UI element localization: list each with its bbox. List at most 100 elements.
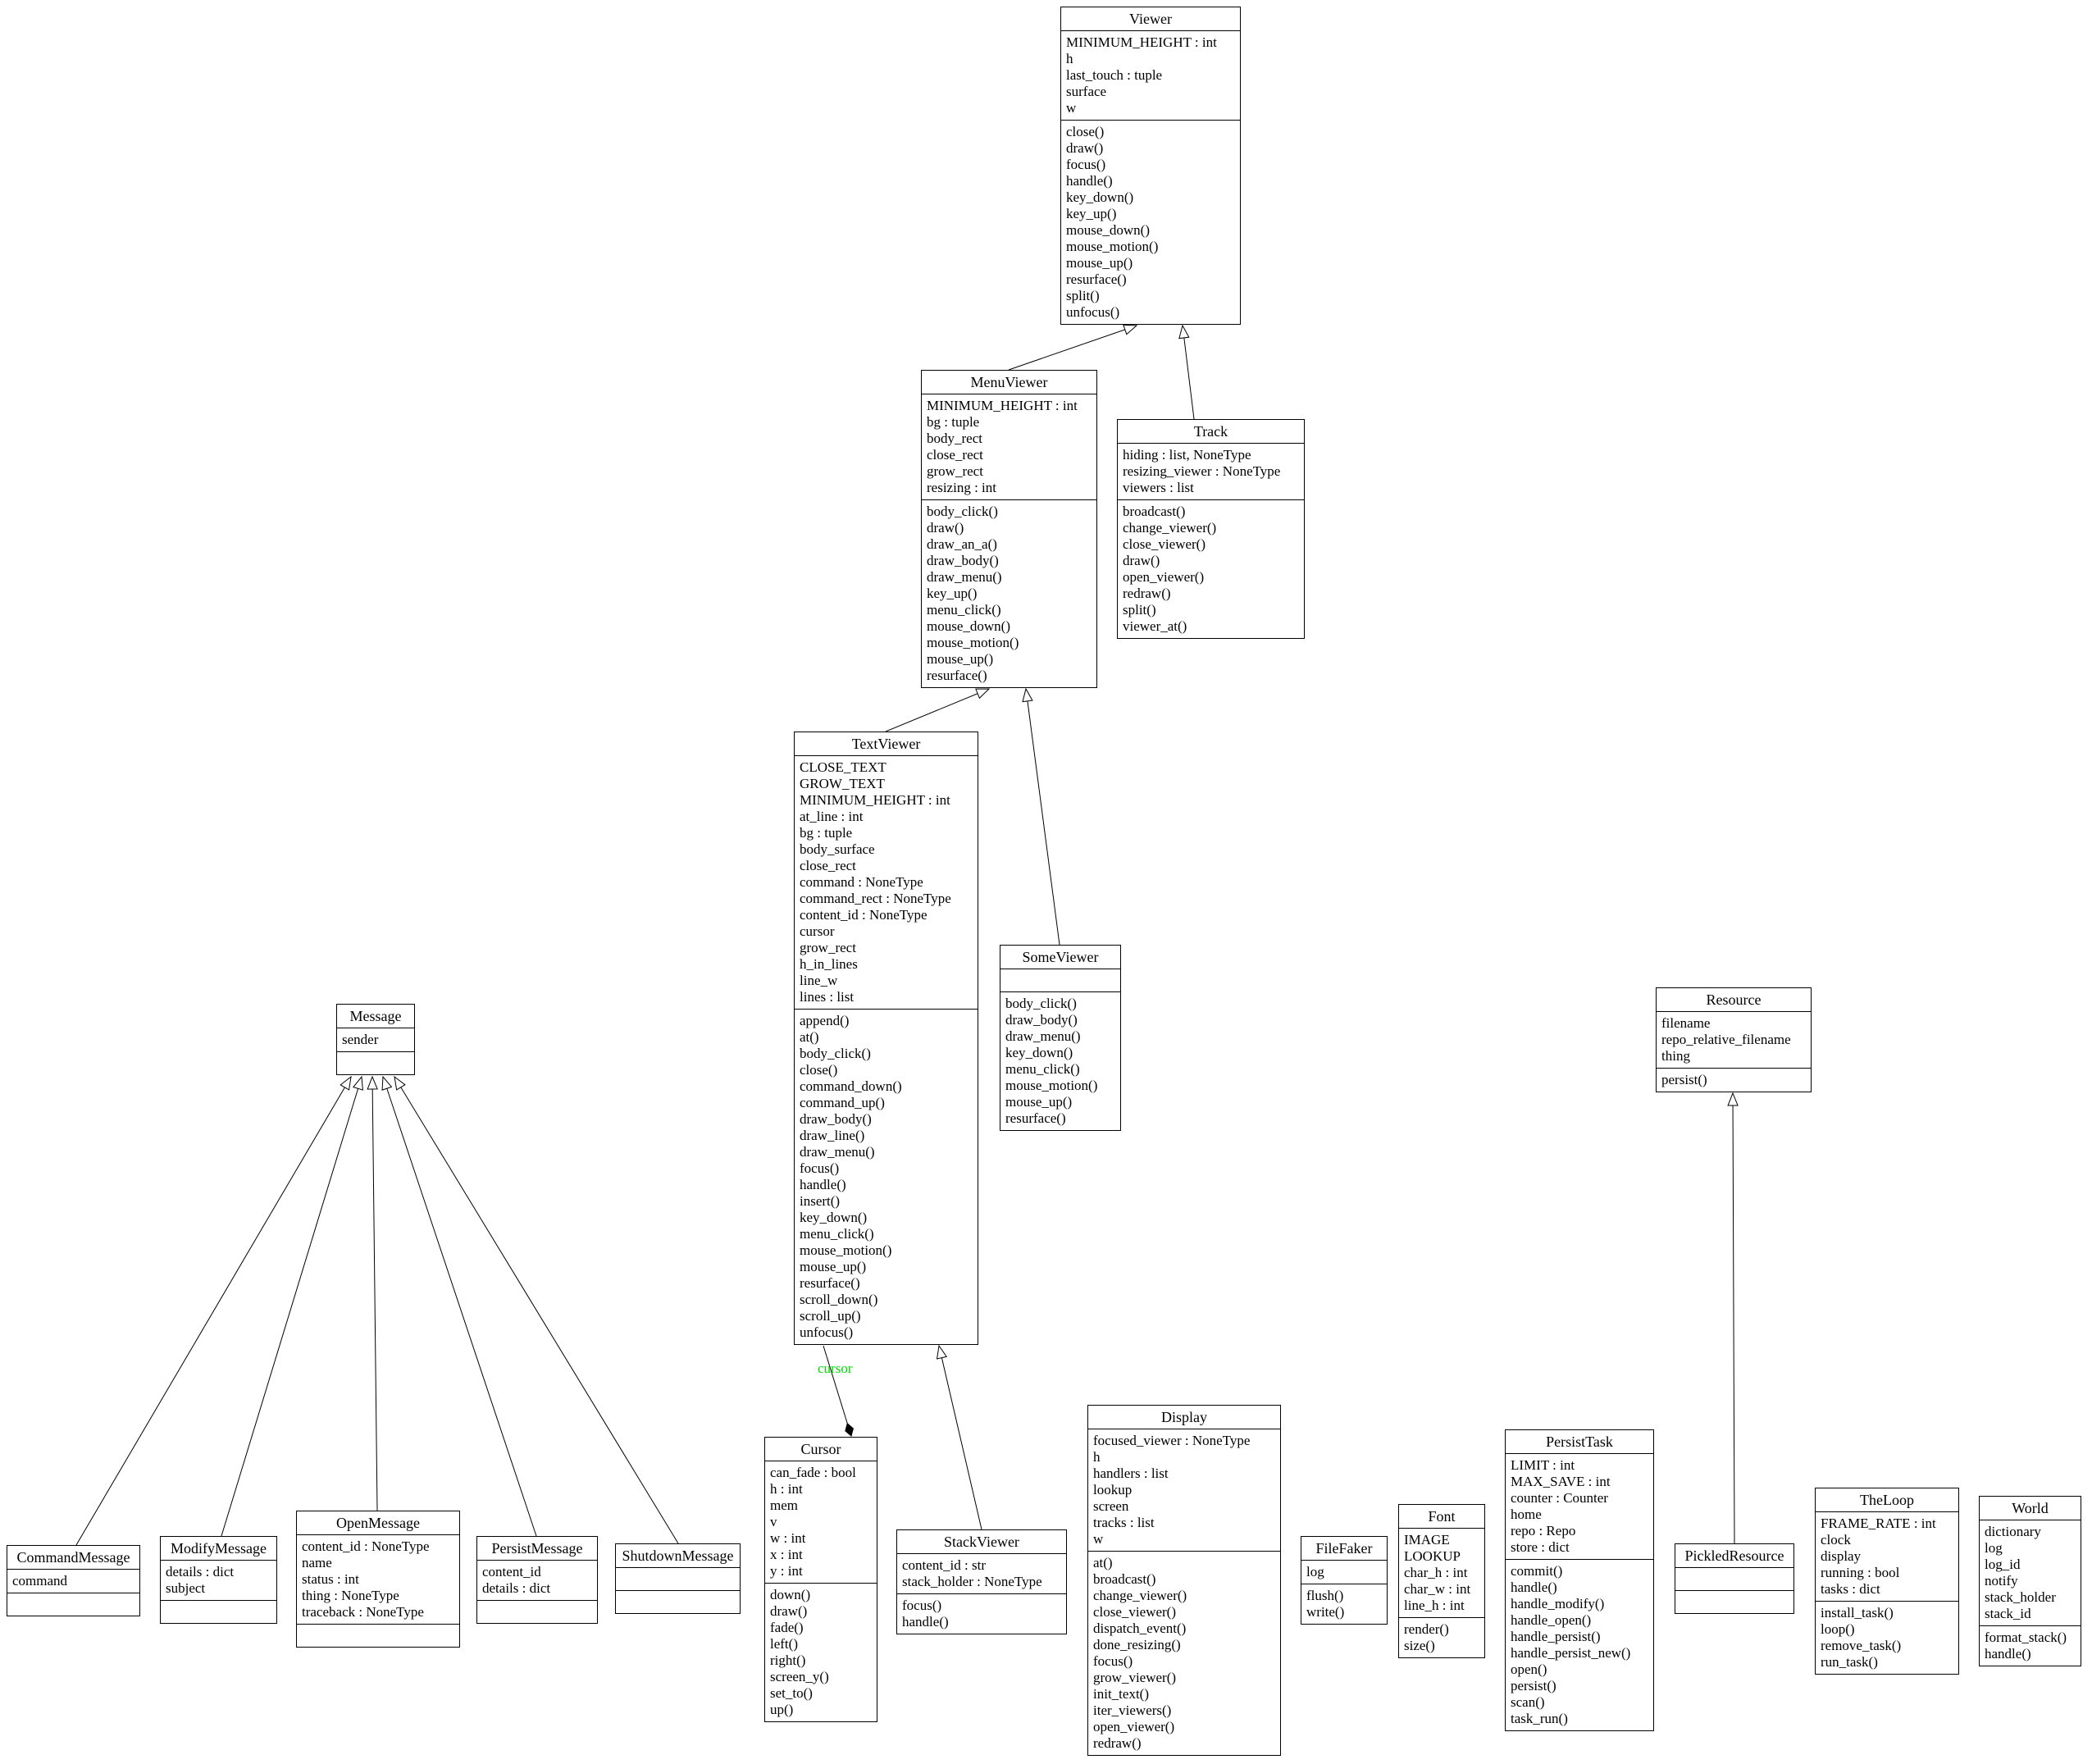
- attribute: CLOSE_TEXT: [800, 759, 886, 775]
- method: change_viewer(): [1123, 520, 1217, 536]
- attribute: notify: [1985, 1573, 2018, 1589]
- method: draw(): [927, 520, 964, 536]
- edge-PickledResource-to-Resource: [1727, 1092, 1739, 1544]
- attribute: stack_holder: [1985, 1589, 2056, 1605]
- attribute: dictionary: [1985, 1524, 2041, 1539]
- edge-MenuViewer-to-Viewer: [1008, 324, 1138, 371]
- method: open(): [1511, 1661, 1547, 1677]
- class-methods-compartment: commit()handle()handle_modify()handle_op…: [1506, 1559, 1653, 1730]
- attribute: thing: [1661, 1048, 1690, 1064]
- class-name: Track: [1193, 423, 1228, 440]
- attribute: w: [1093, 1531, 1104, 1547]
- class-name: StackViewer: [944, 1534, 1019, 1550]
- method: focus(): [800, 1160, 840, 1176]
- class-name: MenuViewer: [970, 374, 1048, 390]
- method: run_task(): [1821, 1654, 1878, 1670]
- class-methods-compartment: install_task()loop()remove_task()run_tas…: [1816, 1601, 1958, 1674]
- method: focus(): [902, 1598, 942, 1613]
- class-attributes-compartment: sender: [337, 1028, 414, 1051]
- method: handle(): [902, 1614, 949, 1630]
- edge-Track-to-Viewer: [1178, 324, 1195, 420]
- method: up(): [770, 1702, 794, 1717]
- method: fade(): [770, 1620, 804, 1635]
- class-name: ModifyMessage: [171, 1540, 267, 1557]
- method: flush(): [1306, 1588, 1344, 1603]
- method: handle(): [1066, 173, 1113, 189]
- class-name: Cursor: [800, 1441, 841, 1457]
- method: redraw(): [1123, 586, 1171, 601]
- method: command_down(): [800, 1078, 902, 1094]
- method: scroll_up(): [800, 1308, 861, 1324]
- attribute: counter : Counter: [1511, 1490, 1608, 1506]
- attribute: running : bool: [1821, 1565, 1900, 1580]
- attribute: lookup: [1093, 1482, 1133, 1497]
- attribute: MAX_SAVE : int: [1511, 1474, 1611, 1489]
- method: screen_y(): [770, 1669, 829, 1684]
- class-name: OpenMessage: [336, 1515, 420, 1531]
- class-methods-compartment: [7, 1593, 139, 1616]
- edge-TextViewer-to-Cursor: [823, 1345, 854, 1437]
- method: command_up(): [800, 1095, 885, 1110]
- method: split(): [1066, 288, 1100, 303]
- method: handle(): [800, 1177, 846, 1192]
- class-name: World: [2012, 1500, 2049, 1516]
- attribute: char_h : int: [1404, 1565, 1468, 1580]
- class-name: ShutdownMessage: [622, 1547, 734, 1564]
- method: resurface(): [1005, 1110, 1066, 1126]
- attribute: IMAGE: [1404, 1532, 1450, 1547]
- method: key_up(): [927, 586, 978, 601]
- attribute: content_id : str: [902, 1557, 986, 1573]
- class-name: TheLoop: [1860, 1492, 1914, 1508]
- method: append(): [800, 1013, 850, 1028]
- method: mouse_up(): [800, 1259, 867, 1274]
- class-methods-compartment: persist(): [1657, 1068, 1811, 1092]
- method: body_click(): [1005, 996, 1077, 1011]
- method: at(): [800, 1029, 819, 1045]
- attribute: sender: [342, 1032, 379, 1047]
- method: mouse_up(): [1066, 255, 1133, 271]
- method: close_viewer(): [1093, 1604, 1177, 1620]
- method: handle(): [1985, 1646, 2031, 1661]
- method: insert(): [800, 1193, 841, 1209]
- method: split(): [1123, 602, 1156, 618]
- class-methods-compartment: [337, 1051, 414, 1074]
- attribute: command : NoneType: [800, 874, 923, 890]
- class-methods-compartment: broadcast()change_viewer()close_viewer()…: [1118, 499, 1304, 638]
- method: persist(): [1511, 1678, 1556, 1693]
- attribute: screen: [1093, 1498, 1129, 1514]
- edge-ModifyMessage-to-Message: [221, 1075, 363, 1537]
- method: down(): [770, 1587, 811, 1602]
- method: draw_menu(): [1005, 1028, 1081, 1044]
- method: iter_viewers(): [1093, 1702, 1172, 1718]
- class-methods-compartment: focus()handle(): [897, 1593, 1066, 1634]
- method: draw_an_a(): [927, 536, 997, 552]
- attribute: content_id : NoneType: [302, 1538, 430, 1554]
- method: menu_click(): [1005, 1061, 1080, 1077]
- class-methods-compartment: body_click()draw()draw_an_a()draw_body()…: [922, 499, 1096, 687]
- attribute: bg : tuple: [800, 825, 853, 841]
- attribute: filename: [1661, 1015, 1711, 1031]
- class-name: SomeViewer: [1022, 949, 1099, 965]
- class-methods-compartment: render()size(): [1399, 1617, 1484, 1657]
- method: write(): [1306, 1604, 1345, 1620]
- attribute: at_line : int: [800, 809, 864, 824]
- attribute: body_surface: [800, 841, 875, 857]
- method: mouse_motion(): [1066, 239, 1159, 254]
- method: scan(): [1511, 1694, 1545, 1710]
- class-name: PersistMessage: [491, 1540, 583, 1557]
- method: draw_menu(): [927, 569, 1002, 585]
- class-methods-compartment: flush()write(): [1301, 1584, 1387, 1624]
- method: mouse_down(): [927, 618, 1010, 634]
- edge-TextViewer-to-MenuViewer: [885, 688, 991, 732]
